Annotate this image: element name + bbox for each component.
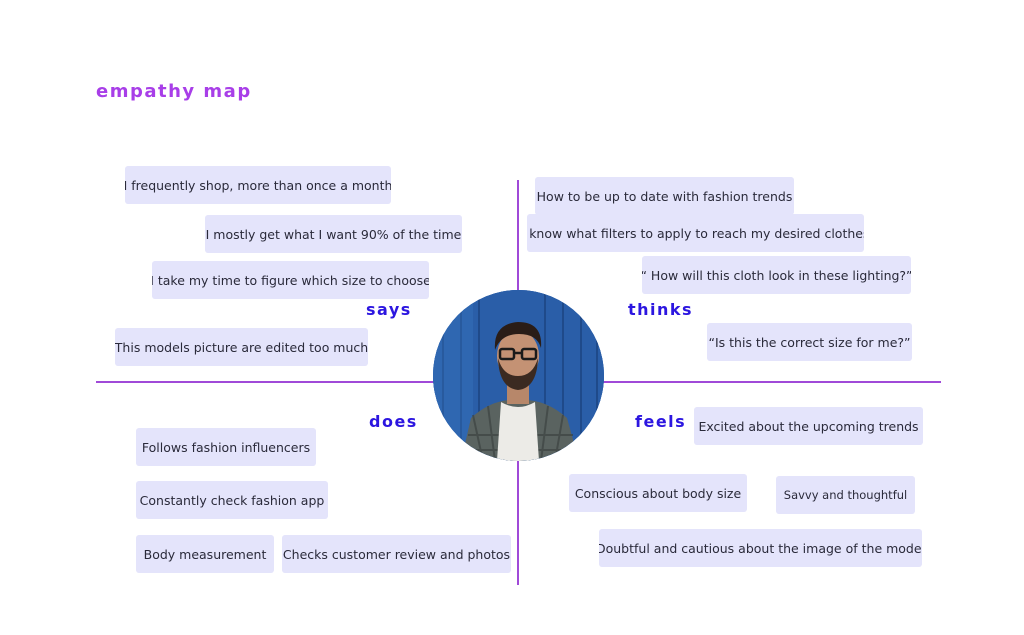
thinks-note[interactable]: “ How will this cloth look in these ligh… — [642, 256, 911, 294]
does-note[interactable]: Body measurement — [136, 535, 274, 573]
says-note[interactable]: I mostly get what I want 90% of the time — [205, 215, 462, 253]
thinks-label: thinks — [628, 300, 694, 319]
feels-label: feels — [635, 412, 687, 431]
does-note[interactable]: Follows fashion influencers — [136, 428, 316, 466]
feels-note[interactable]: Conscious about body size — [569, 474, 747, 512]
persona-avatar — [433, 290, 604, 461]
says-label: says — [366, 300, 412, 319]
page-title: empathy map — [96, 81, 252, 102]
does-note[interactable]: Constantly check fashion app — [136, 481, 328, 519]
feels-note[interactable]: Savvy and thoughtful — [776, 476, 915, 514]
says-note[interactable]: I take my time to figure which size to c… — [152, 261, 429, 299]
says-note[interactable]: I frequently shop, more than once a mont… — [125, 166, 391, 204]
says-note[interactable]: This models picture are edited too much — [115, 328, 368, 366]
feels-note[interactable]: Doubtful and cautious about the image of… — [599, 529, 922, 567]
thinks-note[interactable]: How to be up to date with fashion trends — [535, 177, 794, 215]
persona-photo-illustration — [433, 290, 604, 461]
feels-note[interactable]: Excited about the upcoming trends — [694, 407, 923, 445]
does-note[interactable]: Checks customer review and photos — [282, 535, 511, 573]
does-label: does — [369, 412, 418, 431]
thinks-note[interactable]: “Is this the correct size for me?” — [707, 323, 912, 361]
thinks-note[interactable]: I know what filters to apply to reach my… — [527, 214, 864, 252]
